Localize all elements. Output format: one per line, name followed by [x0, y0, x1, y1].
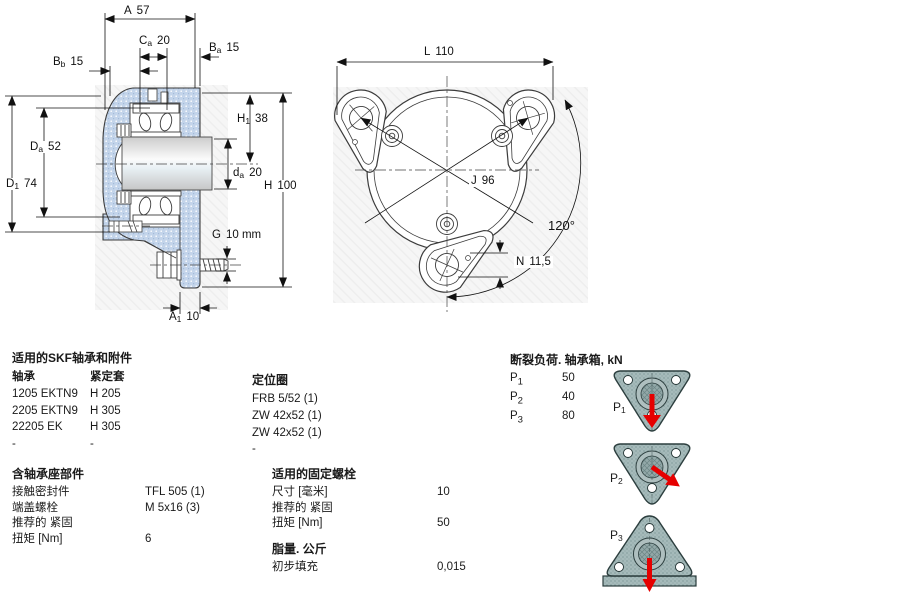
table-cell: H 305 — [90, 421, 121, 434]
grease-fitting — [108, 220, 143, 233]
cross-section-drawing — [5, 13, 292, 314]
bolt-holes — [623, 448, 681, 493]
table-cell: ZW 42x52 (1) — [252, 409, 322, 422]
bolt-holes — [614, 523, 685, 572]
table-cell: H 305 — [90, 404, 121, 417]
table-cell: M 5x16 (3) — [145, 501, 200, 514]
table-cell: 10 — [437, 486, 450, 498]
table-cell: 1205 EKTN9 — [12, 387, 78, 400]
section-title: 适用的SKF轴承和附件 — [12, 351, 133, 365]
row-label: P1 — [510, 372, 523, 388]
table-cell: 2205 EKTN9 — [12, 404, 78, 417]
table-cell — [437, 501, 466, 517]
table-cell: 0,015 — [437, 560, 466, 573]
table-cell: 50 — [562, 372, 575, 384]
table-cell: - — [90, 438, 94, 451]
row-label: 端盖螺栓 — [12, 501, 58, 514]
column-header: 轴承 — [12, 371, 35, 383]
housing-parts-section: 含轴承座部件 接触密封件 TFL 505 (1) 端盖螺栓 M 5x16 (3)… — [12, 467, 205, 547]
load-arrow-icon — [650, 464, 680, 487]
load-diagram-p2 — [613, 443, 691, 505]
section-title: 适用的固定螺栓 — [272, 467, 357, 481]
table-cell: ZW 42x52 (1) — [252, 426, 322, 439]
locating-rings-section: 定位圈 FRB 5/52 (1) ZW 42x52 (1) ZW 42x52 (… — [252, 373, 322, 458]
table-cell: 22205 EK — [12, 421, 63, 434]
section-title: 断裂负荷. 轴承箱, kN — [510, 353, 623, 367]
table-cell: 80 — [562, 409, 575, 422]
row-label: 推荐的 紧固 — [12, 517, 73, 530]
row-label: 扭矩 [Nm] — [12, 532, 63, 545]
breaking-loads-section: 断裂负荷. 轴承箱, kN P1 50 P2 40 P3 80 — [510, 353, 623, 428]
load-label-p3: P3 — [610, 528, 623, 543]
load-diagram-p3 — [602, 515, 697, 592]
row-label: P2 — [510, 390, 523, 407]
load-arrow-icon — [643, 394, 661, 428]
attachment-bolts-section: 适用的固定螺栓 尺寸 [毫米] 10 推荐的 紧固 扭矩 [Nm] 50 脂量.… — [272, 467, 466, 575]
table-cell: - — [12, 438, 16, 451]
section-title: 脂量. 公斤 — [272, 541, 327, 556]
dimension-lines — [336, 58, 582, 301]
shaft — [121, 136, 213, 191]
cover-screws — [147, 88, 169, 104]
load-label-p1: P1 — [613, 400, 626, 415]
table-cell: - — [252, 443, 256, 456]
row-label: 初步填充 — [272, 560, 318, 573]
table-cell — [145, 516, 205, 532]
section-title: 含轴承座部件 — [12, 467, 85, 481]
table-cell: FRB 5/52 (1) — [252, 393, 318, 405]
dim-label-angle: 120° — [548, 218, 575, 233]
leader-line — [143, 240, 177, 259]
row-label: 扭矩 [Nm] — [272, 517, 323, 530]
section-title: 定位圈 — [252, 373, 289, 387]
column-header: 紧定套 — [90, 371, 125, 383]
load-diagram-p1 — [613, 370, 691, 432]
table-cell: H 205 — [90, 387, 121, 400]
row-label: 推荐的 紧固 — [272, 501, 333, 514]
load-label-p2: P2 — [610, 471, 623, 486]
bearing-section — [116, 103, 182, 225]
load-arrow-icon — [642, 558, 657, 592]
row-label: P3 — [510, 409, 523, 426]
table-cell: 6 — [145, 532, 152, 545]
row-label: 接触密封件 — [12, 486, 70, 498]
flange-face-drawing — [330, 58, 588, 312]
bearings-accessories-section: 适用的SKF轴承和附件 轴承 紧定套 1205 EKTN9 H 205 2205… — [12, 351, 132, 453]
table-cell: TFL 505 (1) — [145, 486, 205, 498]
row-label: 尺寸 [毫米] — [272, 486, 328, 498]
table-cell: 40 — [562, 390, 575, 403]
table-cell: 50 — [437, 517, 450, 530]
